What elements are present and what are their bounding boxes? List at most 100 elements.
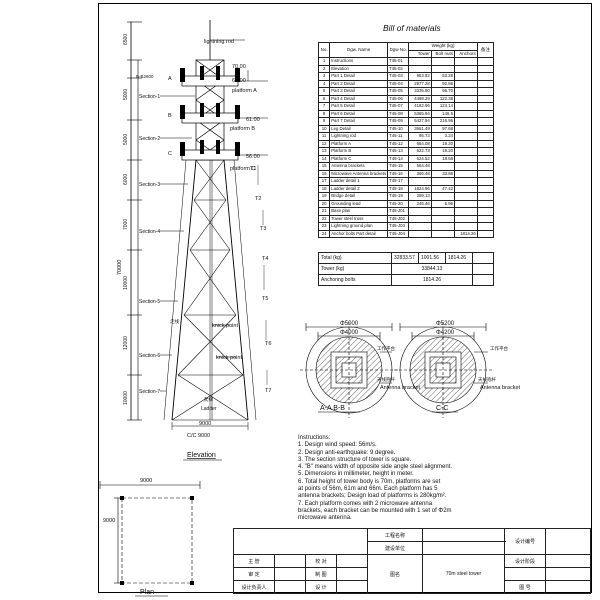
- dim-b: B-B2800: [136, 74, 154, 79]
- bom-cell: 5.96: [430, 199, 456, 208]
- bom-cell: 15: [317, 162, 331, 171]
- instruction-line: 5. Dimensions in millimeter, height in m…: [298, 471, 414, 478]
- dim-7: 12000: [123, 336, 129, 350]
- bom-cell: 22: [317, 214, 331, 223]
- bom-cell: 2: [317, 64, 331, 73]
- dim-6: 10000: [123, 276, 129, 290]
- bom-cell: [476, 207, 495, 216]
- right-platform-cn: 工作平台: [490, 345, 508, 352]
- bom-cell: T45-06: [387, 94, 410, 103]
- bom-cell: Bridge detail: [329, 192, 389, 201]
- part-t7: T7: [265, 388, 271, 394]
- bom-cell: Ladder detail 2: [329, 184, 389, 193]
- bom-cell: [430, 229, 456, 238]
- bom-cell: [476, 184, 495, 193]
- elev-a: 70.00: [232, 64, 246, 70]
- bom-cell: 47.42: [430, 184, 456, 193]
- bom-cell: [476, 147, 495, 156]
- bom-cell: [454, 87, 478, 96]
- right-antenna-bracket: Antenna bracket: [480, 385, 521, 391]
- bom-cell: 8: [317, 109, 331, 118]
- elevation-title: Elevation: [187, 452, 216, 459]
- bom-cell: 19.20: [430, 139, 456, 148]
- tb-design: 设 计: [305, 580, 337, 594]
- part-t5: T5: [262, 296, 268, 302]
- instructions-heading: Instructions:: [298, 435, 331, 441]
- bom-cell: [476, 94, 495, 103]
- bom-cell: 20: [317, 199, 331, 208]
- bom-cell: [454, 57, 478, 66]
- elev-a2: 66.00: [232, 78, 246, 84]
- left-antenna-bracket: Antenna bracket: [380, 385, 421, 391]
- bom-header-weight: Weight (kg): [408, 42, 478, 51]
- bom-cell: [454, 177, 478, 186]
- left-inner-dia: Φ4000: [340, 330, 359, 336]
- instruction-line: 4. "B" means width of opposite side angl…: [298, 464, 453, 471]
- bom-cell: [454, 94, 478, 103]
- bom-cell: [454, 169, 478, 178]
- bom-cell: [430, 222, 456, 231]
- instruction-line: 7. Each platform comes with 2 microwave …: [298, 500, 433, 507]
- bom-cell: 9: [317, 117, 331, 126]
- bom-cell: 3335.90: [408, 87, 432, 96]
- left-section-label: A-A B-B: [320, 405, 345, 412]
- totals-table: Total (kg) 32833.57 1001.56 1814.26 Towe…: [318, 252, 494, 286]
- tb-verify: 校 对: [305, 554, 337, 568]
- platform-b-label: platform B: [230, 126, 255, 132]
- bom-cell: T45-04: [387, 79, 410, 88]
- bom-cell: Grounding lead: [329, 199, 389, 208]
- bom-cell: [430, 177, 456, 186]
- bom-cell: Platform A: [329, 139, 389, 148]
- bom-cell: 366.48: [408, 169, 432, 178]
- bom-cell: Base plan: [329, 207, 389, 216]
- tb-project-name: 工程名称: [367, 528, 423, 542]
- bom-cell: [408, 214, 432, 223]
- bom-cell: [454, 207, 478, 216]
- bom-cell: 5: [317, 87, 331, 96]
- part-t6: T6: [265, 341, 271, 347]
- bom-cell: 124.14: [430, 102, 456, 111]
- bom-cell: [476, 139, 495, 148]
- right-outer-dia: Φ5200: [436, 321, 455, 327]
- title-block: 工程名称 设计编号 建设单位 主 管 校 对 图名 70m steel towe…: [233, 528, 591, 594]
- bom-cell: [476, 87, 495, 96]
- bom-cell: 624.52: [408, 154, 432, 163]
- bom-cell: T45-20: [387, 199, 410, 208]
- bom-cell: T45-07: [387, 102, 410, 111]
- bom-cell: T45-11: [387, 132, 410, 141]
- bom-cell: Part 3 Detail: [329, 87, 389, 96]
- bom-cell: [454, 132, 478, 141]
- bom-cell: [454, 109, 478, 118]
- bom-header-dwg: Dgw No.: [387, 42, 410, 58]
- bom-cell: [476, 64, 495, 73]
- bom-cell: [476, 177, 495, 186]
- base-width: 9000: [199, 421, 211, 427]
- platform-c-label: platform C: [230, 166, 255, 172]
- bom-cell: Part 6 Detail: [329, 109, 389, 118]
- dim-top: 6500: [123, 34, 129, 45]
- left-bracket-cn: 天线抱杆: [377, 376, 395, 383]
- bom-cell: Instructions: [329, 57, 389, 66]
- right-section-label: C-C: [436, 405, 448, 412]
- bom-cell: 122.38: [430, 94, 456, 103]
- bom-cell: Part 7 Detail: [329, 117, 389, 126]
- left-platform-cn: 工作平台: [377, 345, 395, 352]
- bom-cell: [476, 162, 495, 171]
- bom-cell: 21: [317, 207, 331, 216]
- bom-table: No. Dgw. Name Dgw No. Weight (kg) 备注 Tow…: [317, 42, 495, 238]
- bom-cell: T45-13: [387, 147, 410, 156]
- bom-cell: Platform B: [329, 147, 389, 156]
- bom-cell: [476, 199, 495, 208]
- bom-cell: T45-J02: [387, 214, 410, 223]
- ladder-label: Ladder: [201, 406, 217, 412]
- bom-cell: [454, 79, 478, 88]
- tb-tu: 图名: [367, 554, 423, 594]
